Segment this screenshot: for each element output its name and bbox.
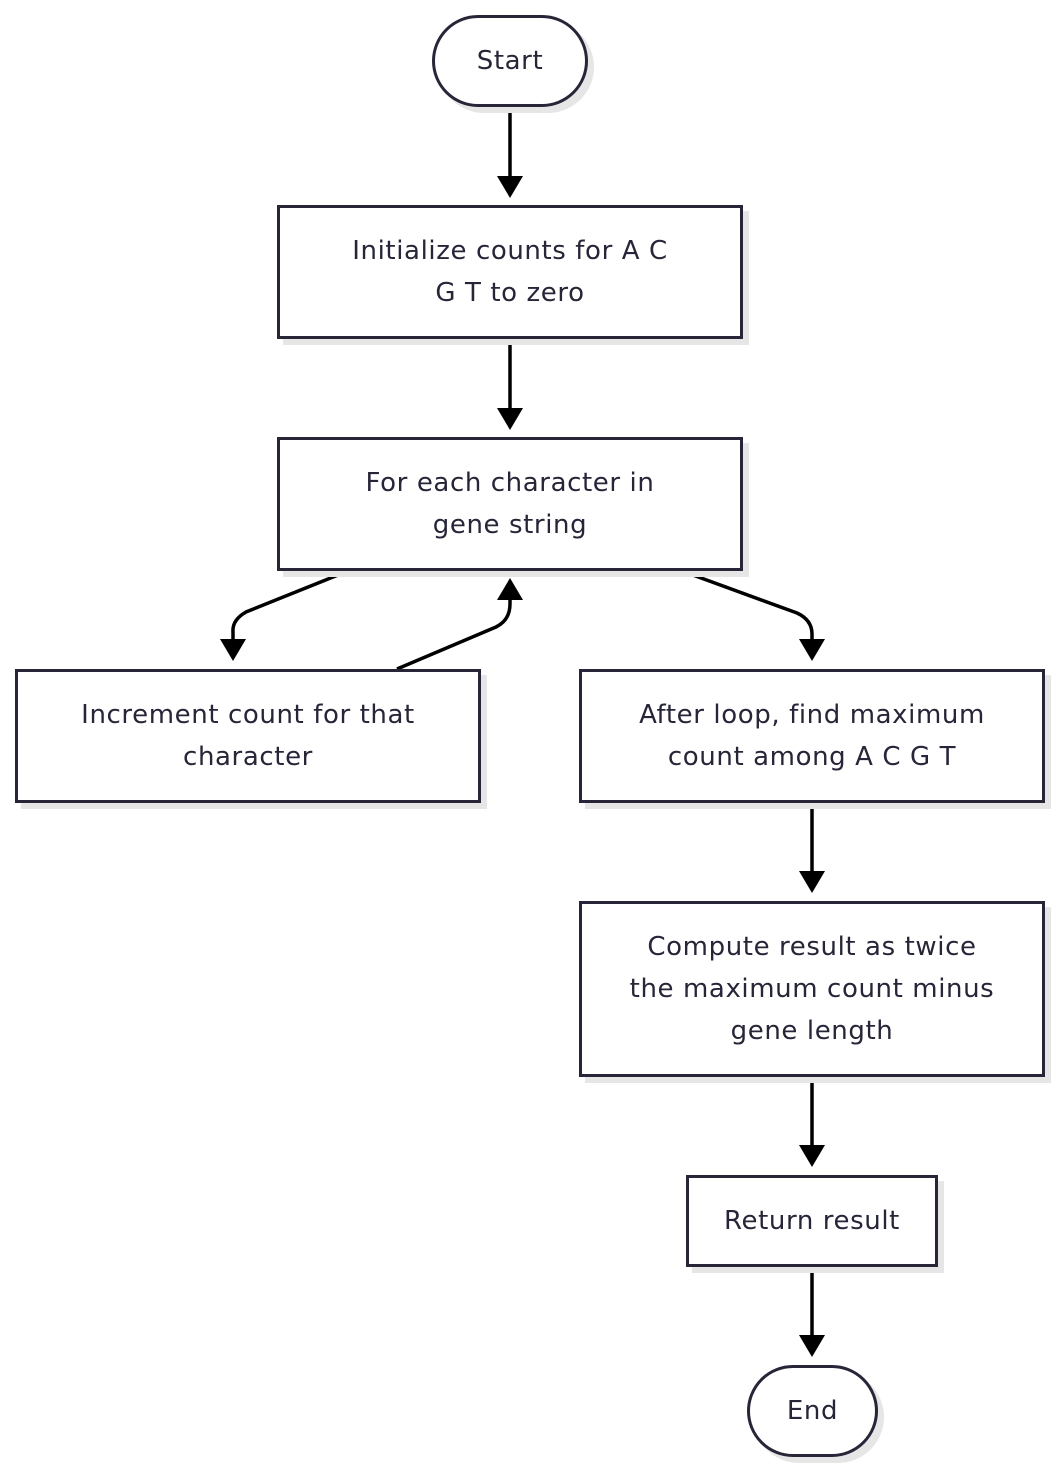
end-label: End [786,1396,839,1426]
initialize-counts-label: Initialize counts for A C G T to zero [352,236,668,308]
arrowhead-find-max [799,639,825,661]
end-node: End [747,1365,878,1457]
edge-loop-to-increment [231,569,349,641]
arrowhead-loop [497,408,523,430]
arrowhead-loop-back [497,578,523,600]
find-maximum-label: After loop, find maximum count among A C… [639,700,985,772]
initialize-counts-node: Initialize counts for A C G T to zero [277,205,743,339]
increment-count-node: Increment count for that character [15,669,481,803]
start-label: Start [476,46,544,76]
arrowhead-compute [799,871,825,893]
arrowhead-init [497,176,523,198]
edge-increment-to-loop [396,598,512,671]
find-maximum-node: After loop, find maximum count among A C… [579,669,1045,803]
increment-count-label: Increment count for that character [81,700,415,772]
for-each-character-label: For each character in gene string [365,468,655,540]
for-each-character-node: For each character in gene string [277,437,743,571]
return-result-label: Return result [724,1206,900,1236]
start-node: Start [432,15,588,107]
arrowhead-return [799,1145,825,1167]
compute-result-label: Compute result as twice the maximum coun… [629,932,995,1046]
arrowhead-end [799,1335,825,1357]
edge-loop-to-find-max [681,569,814,641]
compute-result-node: Compute result as twice the maximum coun… [579,901,1045,1077]
arrowhead-increment [220,639,246,661]
return-result-node: Return result [686,1175,938,1267]
